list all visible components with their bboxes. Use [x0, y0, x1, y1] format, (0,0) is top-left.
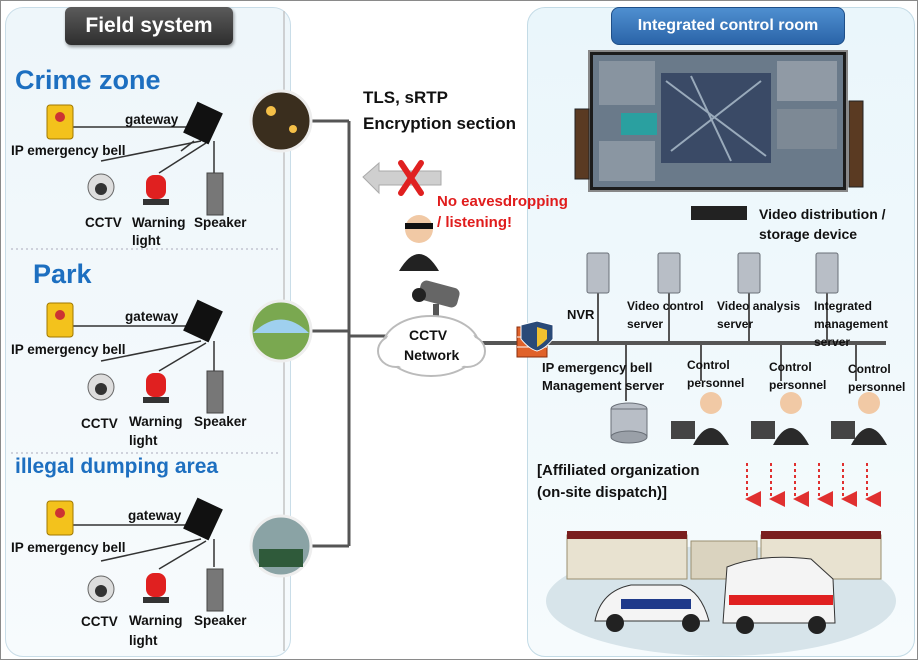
zone-title-park: Park [33, 259, 92, 289]
firewall-icon [516, 320, 554, 358]
cctv-network-label: CCTV [409, 327, 448, 343]
storage-device-label: storage device [759, 226, 858, 242]
bell-mgmt-server-label: IP emergency bell [542, 360, 653, 375]
ambulance-icon [722, 556, 836, 624]
encryption-protocols-label: TLS, sRTP [363, 88, 449, 107]
field-system-title: Field system [65, 7, 233, 45]
personnel-label: Control [687, 358, 730, 372]
gateway-label: gateway [125, 112, 179, 127]
warning-label-2: light [129, 433, 158, 448]
integrated-mgmt-server-label: Integrated [814, 299, 873, 313]
bell-label: IP emergency bell [11, 342, 126, 357]
dispatch-arrows [745, 463, 881, 507]
bell-mgmt-server-label-2: Management server [542, 378, 665, 393]
cctv-network-label-2: Network [404, 347, 460, 363]
affiliated-org-label: [Affiliated organization [537, 462, 700, 479]
personnel-label: Control [848, 362, 891, 376]
personnel-label-2: personnel [769, 378, 827, 392]
speaker-label: Speaker [194, 215, 247, 230]
crime-zone-photo [249, 89, 313, 153]
zone-title-crime: Crime zone [15, 65, 161, 95]
warning-label-2: light [132, 233, 161, 248]
management-server-icon [610, 402, 648, 444]
cctv-label: CCTV [85, 215, 122, 230]
warning-light-icon [146, 175, 166, 199]
cctv-camera-icon [412, 280, 460, 318]
video-wall-icon [574, 50, 864, 220]
cctv-label: CCTV [81, 416, 118, 431]
blocked-arrow-icon [362, 161, 442, 195]
zone3-devices [46, 497, 224, 612]
video-control-server-label-2: server [627, 317, 664, 331]
gateway-label: gateway [125, 309, 179, 324]
personnel-label: Control [769, 360, 812, 374]
speaker-icon [206, 172, 224, 216]
video-distribution-label: Video distribution / [759, 206, 886, 222]
cctv-label: CCTV [81, 614, 118, 629]
nvr-label: NVR [567, 307, 595, 322]
warning-label: Warning [129, 414, 183, 429]
bell-label: IP emergency bell [11, 143, 126, 158]
personnel-label-2: personnel [848, 380, 906, 394]
speaker-label: Speaker [194, 414, 247, 429]
bell-label: IP emergency bell [11, 540, 126, 555]
gateway-label: gateway [128, 508, 182, 523]
encryption-section-label: Encryption section [363, 114, 517, 133]
video-analysis-server-label: Video analysis [717, 299, 801, 313]
cctv-network-cloud [377, 315, 486, 377]
speaker-label: Speaker [194, 613, 247, 628]
zone1-devices [46, 101, 224, 216]
control-room-title: Integrated control room [611, 7, 845, 45]
zone2-devices [46, 299, 224, 414]
on-site-dispatch-label: (on-site dispatch)] [537, 484, 667, 501]
integrated-mgmt-server-label-2: management [814, 317, 889, 331]
warning-label: Warning [129, 613, 183, 628]
zone-title-dumping: illegal dumping area [15, 455, 219, 478]
personnel-icons [671, 392, 887, 445]
no-listening-label: / listening! [437, 214, 512, 231]
integrated-mgmt-server-label-3: server [814, 335, 851, 349]
hacker-icon [399, 215, 439, 271]
server-icons [586, 252, 839, 294]
gateway-icon [183, 101, 223, 145]
blocked-x-icon [398, 160, 424, 196]
video-analysis-server-label-2: server [717, 317, 754, 331]
no-eavesdropping-label: No eavesdropping [437, 193, 568, 210]
video-control-server-label: Video control [627, 299, 704, 313]
warning-label: Warning [132, 215, 186, 230]
warning-label-2: light [129, 633, 158, 648]
dispatch-scene [546, 531, 896, 656]
personnel-label-2: personnel [687, 376, 745, 390]
